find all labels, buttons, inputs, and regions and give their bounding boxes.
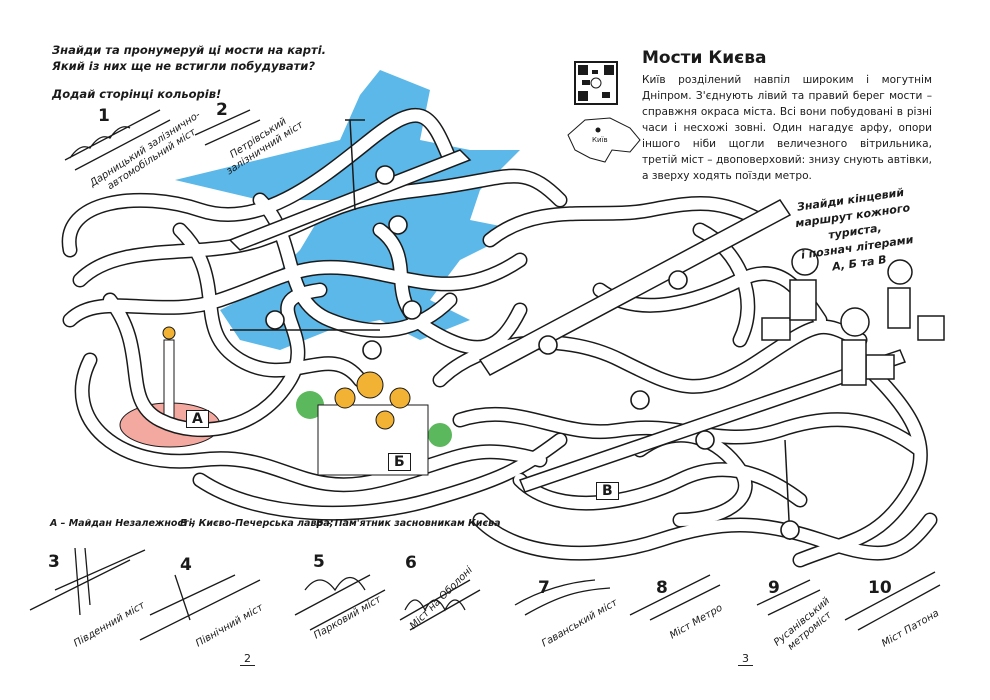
legend-v: В – Пам'ятник засновникам Києва <box>316 518 501 529</box>
marker-v: В <box>596 482 619 500</box>
marker-b: Б <box>388 453 411 471</box>
bridge-3-number: 3 <box>48 552 60 572</box>
legend-b: Б – Києво-Печерська лавра; <box>180 518 334 529</box>
ukraine-map <box>567 117 641 163</box>
page-title: Мости Києва <box>642 48 767 68</box>
bridge-6-number: 6 <box>405 553 417 573</box>
bridge-5-number: 5 <box>313 552 325 572</box>
task-text: Знайди та пронумеруй ці мости на карті. … <box>52 42 326 74</box>
map-label: Київ <box>592 136 608 144</box>
bridge-8-number: 8 <box>656 578 668 598</box>
page-number-left: 2 <box>240 652 255 666</box>
bridge-4-number: 4 <box>180 555 192 575</box>
task-line: Знайди та пронумеруй ці мости на карті. <box>52 43 327 57</box>
task-line: Який із них ще не встигли побудувати? <box>52 59 315 73</box>
bridge-2-number: 2 <box>216 100 228 120</box>
page-number-right: 3 <box>738 652 753 666</box>
marker-a: А <box>186 410 209 428</box>
bridge-9-number: 9 <box>768 578 780 598</box>
legend-a: А – Майдан Незалежності; <box>50 518 196 529</box>
color-task: Додай сторінці кольорів! <box>52 87 222 101</box>
bridge-10-number: 10 <box>868 578 892 598</box>
bridge-7-number: 7 <box>538 578 550 598</box>
intro-text: Київ розділений навпіл широким і могутні… <box>642 74 932 182</box>
bridge-1-number: 1 <box>98 106 110 126</box>
qr-code <box>574 61 618 105</box>
